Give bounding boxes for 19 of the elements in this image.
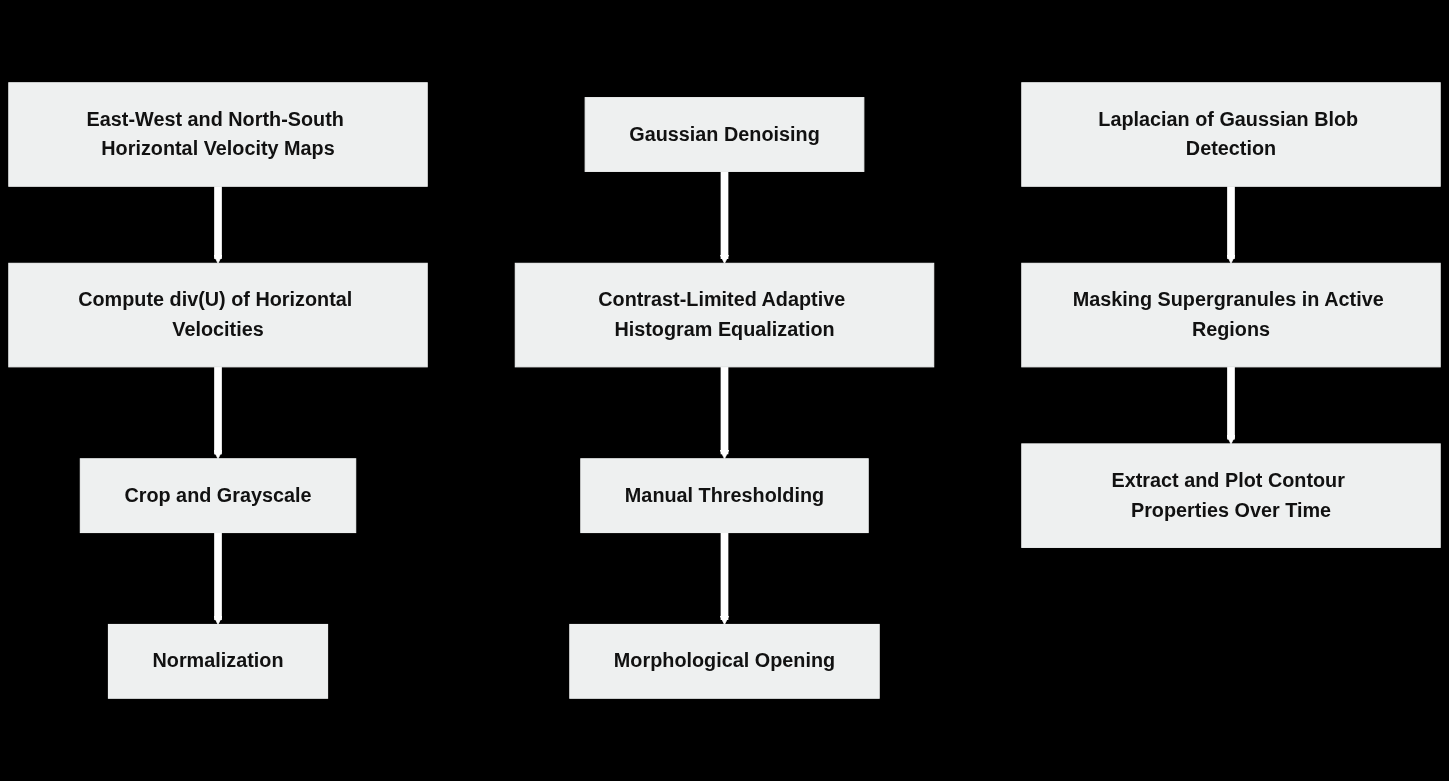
node-box: Laplacian of Gaussian Blob Detection	[1021, 82, 1441, 187]
node-box: Masking Supergranules in Active Regions	[1021, 262, 1441, 368]
arrow	[213, 366, 223, 460]
node-box: Compute div(U) of Horizontal Velocities	[8, 262, 428, 368]
node-box: Manual Thresholding	[580, 458, 869, 534]
node-box: Crop and Grayscale	[79, 458, 357, 534]
arrow	[719, 532, 730, 625]
node-box: Extract and Plot Contour Properties Over Time	[1021, 443, 1441, 548]
arrow	[1226, 186, 1236, 264]
node-box: Morphological Opening	[569, 623, 880, 699]
arrow	[213, 186, 223, 264]
arrow	[1226, 366, 1236, 445]
node-box: East-West and North-South Horizontal Velocity Maps	[8, 82, 428, 187]
arrow	[213, 532, 223, 625]
arrow	[719, 366, 730, 460]
node-box: Gaussian Denoising	[584, 97, 865, 172]
node-box: Contrast-Limited Adaptive Histogram Equalization	[514, 262, 935, 368]
node-box: Normalization	[107, 623, 329, 699]
arrow	[719, 171, 730, 264]
